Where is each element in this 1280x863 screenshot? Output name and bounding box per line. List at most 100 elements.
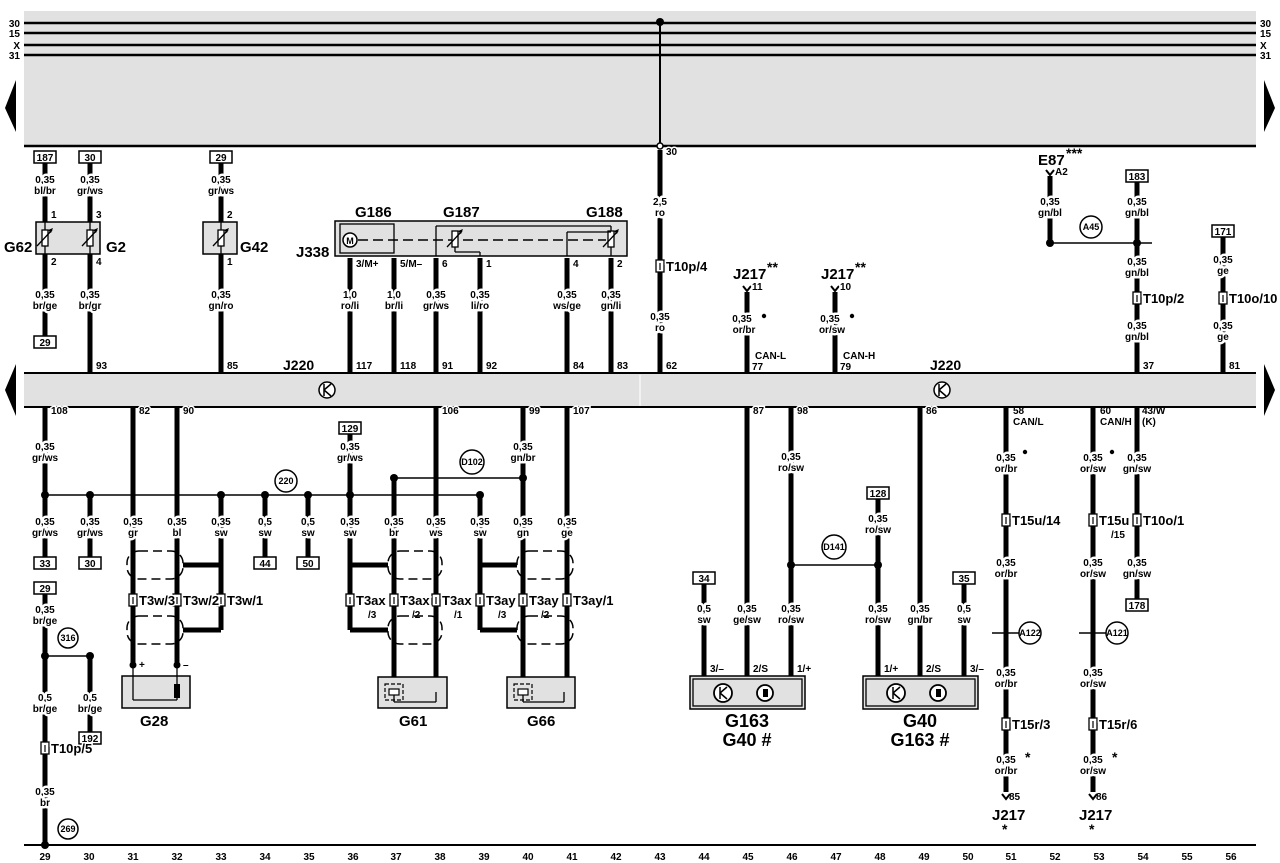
wire-size: 0,35 <box>737 604 757 615</box>
wire-color: gn <box>517 528 529 539</box>
wire-size: 0,35 <box>996 558 1016 569</box>
wire-color: gn/bl <box>1125 332 1149 343</box>
column-number: 50 <box>962 852 974 863</box>
reference-number: 33 <box>39 559 51 570</box>
pin-number: 4 <box>573 259 579 270</box>
transistor-icon <box>938 383 947 391</box>
component-label-g186: G186 <box>355 204 392 221</box>
pin-number: 4 <box>96 257 102 268</box>
plug-contact-icon <box>830 285 840 293</box>
wire-color: br/ge <box>33 704 58 715</box>
pin-number: 98 <box>797 406 809 417</box>
wire-size: 0,35 <box>80 175 100 186</box>
reference-box <box>253 556 277 570</box>
reference-number: 187 <box>37 153 54 164</box>
signal-label: CAN-H <box>843 351 875 362</box>
wire-size: 0,35 <box>650 312 670 323</box>
splice-label: A121 <box>1106 628 1128 638</box>
scroll-right-arrow-lower[interactable] <box>1264 364 1275 416</box>
control-unit-label: J220 <box>930 357 961 373</box>
component-label-e87: E87 <box>1038 152 1065 169</box>
wire-color: ge/sw <box>733 615 761 626</box>
terminal-point <box>656 142 664 150</box>
wire-size: 0,5 <box>38 693 52 704</box>
junction-dot <box>1133 239 1141 247</box>
connector-label: T3ax <box>356 593 386 608</box>
pin-number: 2/S <box>753 664 768 675</box>
wire-size: 0,35 <box>80 290 100 301</box>
wire-color: ge <box>1217 332 1229 343</box>
wire-color: gr/ws <box>208 186 235 197</box>
pin-number: 117 <box>356 361 373 372</box>
wire-size: 0,35 <box>513 442 533 453</box>
wire-size: 0,5 <box>697 604 711 615</box>
pin-number: 43/W <box>1142 406 1166 417</box>
column-number: 30 <box>83 852 95 863</box>
component-label: G61 <box>399 713 427 730</box>
inductive-sensor-icon <box>174 684 180 698</box>
pin-number: 77 <box>752 362 764 373</box>
component-label-g28: G28 <box>140 713 168 730</box>
wire-size: 0,35 <box>80 517 100 528</box>
adjustable-arrow-icon <box>36 229 53 247</box>
splice-label: D102 <box>461 457 483 467</box>
knock-sensor-icon <box>513 683 533 701</box>
transistor-icon <box>933 381 951 399</box>
component-label-g187: G187 <box>443 204 480 221</box>
terminal-plus: + <box>139 660 145 671</box>
junction-dot <box>1022 449 1028 455</box>
wire-color: or/sw <box>819 325 845 336</box>
reference-number: 29 <box>215 153 227 164</box>
wire-size: 0,35 <box>996 453 1016 464</box>
column-number: 40 <box>522 852 534 863</box>
bus-terminal-right: 30 <box>1260 19 1272 30</box>
wire-size: 0,35 <box>557 290 577 301</box>
column-number: 37 <box>390 852 402 863</box>
wire-color: gr/ws <box>77 186 104 197</box>
reference-box <box>78 556 102 570</box>
scroll-right-arrow[interactable] <box>1264 80 1275 132</box>
wire-color: gn/bl <box>1125 208 1149 219</box>
reference-number: 34 <box>698 574 710 585</box>
component-label-j217_b: J217 <box>821 266 854 283</box>
plug-contact-icon <box>742 285 752 293</box>
wire-color: br <box>389 528 399 539</box>
wire-color: gn/li <box>601 301 622 312</box>
column-number: 34 <box>259 852 271 863</box>
pin-number: 1 <box>51 210 57 221</box>
connector-label: T15u/14 <box>1012 513 1061 528</box>
wire-size: 0,35 <box>35 175 55 186</box>
hall-sensor-icon <box>719 686 728 694</box>
pin-number: 58 <box>1013 406 1025 417</box>
component-label-g62: G62 <box>4 239 32 256</box>
cable-shield <box>387 615 443 645</box>
connector-pin: /3 <box>498 610 507 621</box>
scroll-left-arrow[interactable] <box>5 80 16 132</box>
adjustable-arrow-icon <box>212 229 229 247</box>
wire-size: 1,0 <box>343 290 357 301</box>
pin-number: 87 <box>753 406 765 417</box>
knock-sensor-icon <box>517 688 529 696</box>
wire-color: gn/bl <box>1038 208 1062 219</box>
asterisk-mark: * <box>1112 749 1118 765</box>
junction-dot <box>761 313 767 319</box>
component-label-g2: G2 <box>106 239 126 256</box>
wire-size: 0,35 <box>211 290 231 301</box>
wire-color: ro/sw <box>778 463 804 474</box>
transistor-icon <box>323 383 332 391</box>
pin-number: 85 <box>1009 792 1021 803</box>
scroll-left-arrow-lower[interactable] <box>5 364 16 416</box>
adjustable-arrow-icon <box>602 230 619 248</box>
hall-sensor-icon <box>713 683 733 703</box>
pin-number: 118 <box>400 361 417 372</box>
component-alt-label: G163 # <box>890 730 949 750</box>
splice-label: 269 <box>60 824 75 834</box>
pin-number: 90 <box>183 406 195 417</box>
wire-size: 0,35 <box>557 517 577 528</box>
splice-circle <box>1105 621 1129 645</box>
pin-number: A2 <box>1055 167 1068 178</box>
connector-pin: /2 <box>412 610 421 621</box>
wire-size: 0,35 <box>426 517 446 528</box>
pin-number: 2 <box>617 259 623 270</box>
splice-circle <box>821 534 847 560</box>
